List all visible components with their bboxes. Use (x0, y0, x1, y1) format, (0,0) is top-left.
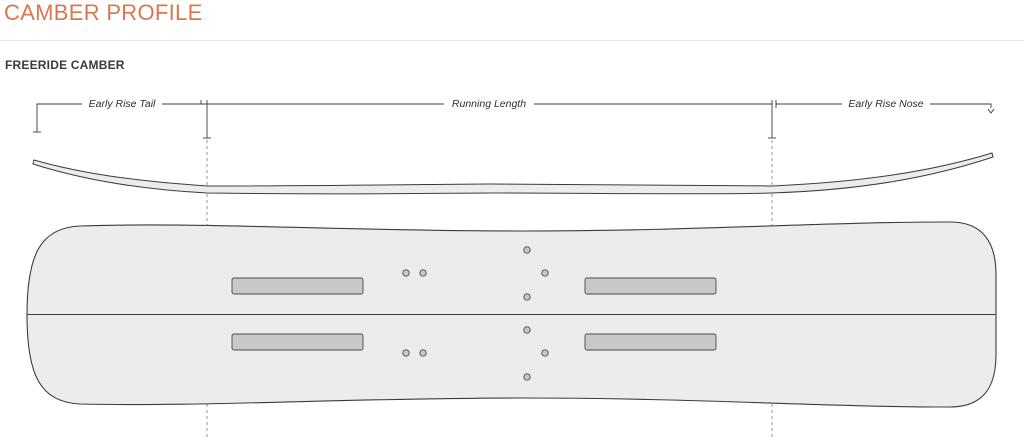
insert-hole (419, 349, 427, 357)
dimension-ticks (33, 100, 777, 139)
rear-channel-top (231, 277, 364, 295)
insert-hole (523, 326, 531, 334)
insert-hole (523, 246, 531, 254)
tail-dimension-line (36, 103, 82, 132)
insert-hole (419, 269, 427, 277)
insert-hole (541, 269, 549, 277)
rear-channel-bottom (231, 333, 364, 351)
profile-type-label: FREERIDE CAMBER (5, 58, 125, 72)
binding-channels (231, 277, 717, 351)
label-running-length: Running Length (452, 98, 526, 110)
label-early-rise-tail: Early Rise Tail (89, 98, 156, 110)
title-divider (0, 40, 1024, 41)
insert-hole (523, 293, 531, 301)
page-title: CAMBER PROFILE (4, 0, 203, 25)
dimension-lines (36, 100, 992, 138)
front-channel-bottom (584, 333, 717, 351)
insert-hole (402, 349, 410, 357)
board-side-profile (32, 152, 994, 195)
insert-hole (523, 373, 531, 381)
front-channel-top (584, 277, 717, 295)
insert-hole (541, 349, 549, 357)
insert-hole (402, 269, 410, 277)
nose-arrow-icon (987, 108, 995, 114)
label-early-rise-nose: Early Rise Nose (848, 98, 923, 110)
insert-holes (402, 246, 549, 381)
